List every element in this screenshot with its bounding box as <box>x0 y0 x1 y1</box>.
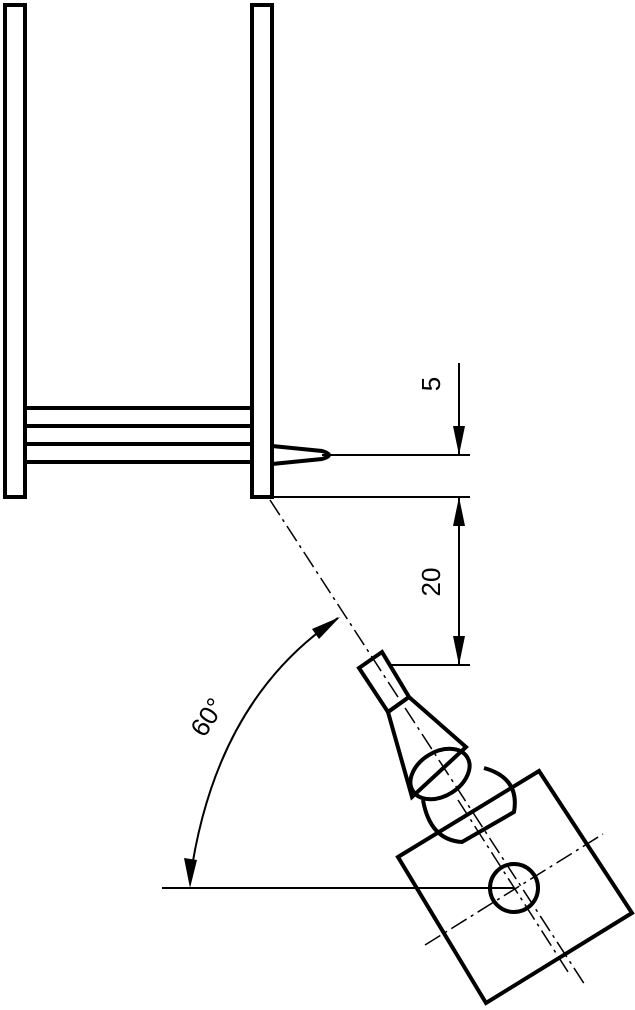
nozzle-cone <box>385 694 469 801</box>
spike-tip <box>271 444 331 466</box>
angle-arc <box>189 617 339 881</box>
nozzle-collar <box>408 746 472 802</box>
arrowhead <box>453 636 465 665</box>
body-center-line <box>424 833 604 946</box>
instrument-neck <box>421 766 517 845</box>
body-hole <box>488 862 540 914</box>
right-plate <box>250 3 274 499</box>
dimension-label-5: 5 <box>416 377 446 391</box>
arrowhead <box>453 426 465 455</box>
instrument-body <box>395 768 635 1006</box>
arrowhead <box>184 858 197 888</box>
dimension-label-20: 20 <box>416 568 446 597</box>
horizontal-bars <box>25 406 252 464</box>
arrowhead <box>312 617 340 639</box>
angle-label: 60° <box>184 692 231 741</box>
body-center-line <box>457 799 571 976</box>
left-plate <box>3 3 27 499</box>
